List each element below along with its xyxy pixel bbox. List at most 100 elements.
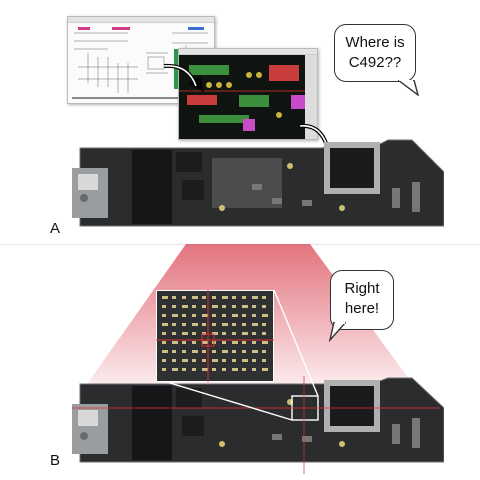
solder-pad [192,350,198,353]
solder-pad [222,314,226,317]
solder-pad [162,341,166,344]
solder-pad [172,359,176,362]
solder-pad [252,323,258,326]
solder-pad [242,323,246,326]
solder-pad [252,359,256,362]
solder-pad [212,323,216,326]
solder-pad [172,332,176,335]
solder-pad [182,368,186,371]
solder-pad [242,296,246,299]
solder-pad [192,305,196,308]
bubble-a-text: Where is C492?? [345,34,405,71]
solder-pad [172,305,176,308]
solder-pad [192,359,196,362]
solder-pad [242,350,246,353]
solder-pad [182,305,188,308]
speech-bubble-b: Right here! [330,270,394,330]
solder-pad [262,350,266,353]
logic-board-b [72,377,444,463]
solder-pad [232,296,236,299]
solder-pad [242,341,246,344]
solder-pad [222,341,226,344]
solder-pad [262,341,268,344]
schematic-titlebar [68,17,214,23]
solder-pad [162,368,166,371]
solder-pad [162,314,166,317]
solder-pad [232,332,236,335]
solder-pad [242,368,246,371]
speech-bubble-icon [328,322,346,342]
solder-pad [202,368,208,371]
solder-pad [222,323,228,326]
solder-pad [192,341,196,344]
layout-window [178,48,318,140]
solder-pad [232,359,236,362]
solder-pad [212,350,216,353]
solder-pad [162,359,166,362]
solder-pad [182,323,186,326]
solder-pad [172,341,178,344]
solder-pad [162,323,168,326]
solder-pad [162,296,168,299]
crosshair-lines [72,376,440,474]
solder-pad [182,359,188,362]
solder-pad [232,323,236,326]
solder-pad [162,332,166,335]
solder-pad [192,323,198,326]
solder-pad [202,323,206,326]
solder-pad [262,305,266,308]
solder-pad [242,305,248,308]
solder-pad [262,314,268,317]
solder-pad [172,368,178,371]
solder-pad [262,359,266,362]
solder-pad [192,314,196,317]
solder-pad [252,296,258,299]
solder-pad [182,332,188,335]
solder-pad [222,368,226,371]
solder-pad [232,350,236,353]
solder-pad [202,359,206,362]
solder-pad [172,350,176,353]
solder-pad [242,314,246,317]
curved-arrow-icon [163,63,204,92]
solder-pad [252,341,256,344]
solder-pad [252,314,256,317]
solder-pad [162,305,166,308]
panel-label-b: B [50,452,61,469]
zoom-inset [156,290,274,382]
speech-bubble-icon [398,80,419,96]
solder-pad [232,368,238,371]
layout-diagram [179,55,317,139]
solder-pad [202,296,206,299]
solder-pad [182,314,186,317]
solder-pad [182,350,186,353]
solder-pad [212,332,218,335]
solder-pad [212,368,216,371]
solder-pad [212,296,216,299]
speech-bubble-a: Where is C492?? [334,24,416,82]
bubble-b-text: Right here! [344,280,380,317]
solder-pad [222,359,226,362]
solder-pad [162,350,168,353]
solder-pad [232,305,236,308]
solder-pad [252,305,256,308]
logic-board-a [72,139,444,227]
solder-pad [172,314,178,317]
solder-pad [192,332,196,335]
solder-pad [242,332,248,335]
solder-pad [212,314,216,317]
solder-pad [262,332,266,335]
solder-pad [182,296,186,299]
solder-pad [182,341,186,344]
solder-pad [262,296,266,299]
solder-pad [212,359,218,362]
solder-pad [192,296,198,299]
solder-pad [222,332,226,335]
solder-pad [212,305,218,308]
layout-titlebar [179,49,317,55]
solder-pad [262,368,268,371]
solder-pad [202,314,208,317]
solder-pad [252,350,258,353]
solder-pad [172,323,176,326]
